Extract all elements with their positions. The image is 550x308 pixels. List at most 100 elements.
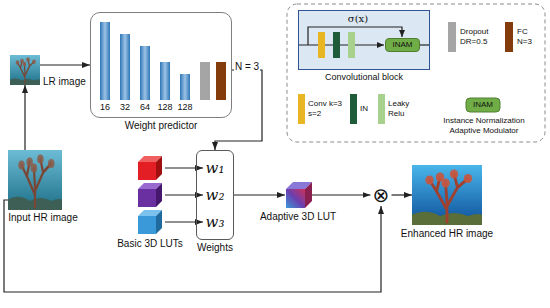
flow-arrow — [312, 194, 371, 195]
layer-bar — [100, 22, 110, 100]
node-text: INAM — [393, 41, 413, 49]
layer-bar — [160, 62, 170, 100]
cube-face — [156, 183, 162, 207]
in-bar — [333, 32, 340, 58]
adaptive-cube — [286, 182, 312, 208]
legend-text: Instance Normalization Adaptive Modulato… — [428, 116, 540, 136]
flow-arrow — [40, 64, 90, 65]
module-box: INAM — [385, 38, 420, 52]
node-text: w₂ — [206, 188, 225, 203]
label-anchor: INAM — [466, 98, 500, 112]
cube-face — [138, 189, 156, 207]
layer-bar — [120, 34, 130, 100]
flow-arrow — [234, 194, 285, 195]
node-text: w₁ — [206, 161, 225, 176]
flow-arrow — [215, 70, 262, 150]
channel-count: 64 — [135, 102, 155, 113]
gate-function: σ(x) — [336, 13, 380, 25]
lut-group: Basic 3D LUTs — [135, 154, 165, 234]
node-caption: Weights — [180, 242, 250, 254]
node-text: w₃ — [206, 215, 225, 230]
legend-text: IN — [360, 104, 374, 114]
legend-text: Conv k=3 s=2 — [308, 99, 344, 119]
legend-entry: Instance Normalization Adaptive Modulato… — [428, 116, 540, 136]
flow-arrow — [165, 194, 203, 195]
node-caption: Enhanced HR image — [392, 228, 502, 240]
legend-swatch — [378, 94, 385, 124]
channel-count: 16 — [95, 102, 115, 113]
dropout-bar — [200, 62, 210, 100]
image-thumbnail: Enhanced HR image — [412, 165, 482, 225]
lr-image-picture — [10, 55, 40, 85]
image-thumbnail: Input HR image — [8, 150, 62, 210]
legend-entry: Leaky Relu — [378, 94, 408, 114]
multiply-operator: ⊗ — [371, 184, 392, 206]
cube-face — [138, 162, 156, 180]
node-text: ⊗ — [373, 185, 390, 205]
cube-face — [156, 210, 162, 234]
legend-text: Leaky Relu — [388, 99, 418, 119]
legend-swatch — [350, 94, 357, 124]
label-anchor: 32 — [115, 102, 135, 113]
legend-entry: Dropout DR=0.5 — [448, 22, 490, 42]
module-abbreviation: INAM — [466, 98, 500, 112]
flow-arrow — [24, 85, 25, 150]
block-ground — [298, 10, 430, 70]
input-image-picture — [8, 150, 62, 210]
flow-arrow — [165, 167, 203, 168]
weights-box: Weightsw₁w₂w₃ — [196, 150, 234, 240]
layer-bar — [140, 46, 150, 100]
image-thumbnail: LR image — [10, 55, 40, 85]
enhanced-image-picture — [412, 165, 482, 225]
flow-arrow — [165, 221, 203, 222]
weight-symbol: w₂ — [203, 185, 227, 205]
node-caption: Adaptive 3D LUT — [248, 211, 348, 223]
network-bars — [100, 22, 226, 100]
flow-arrow — [4, 200, 381, 292]
legend-swatch — [505, 22, 513, 52]
lut-cube: Adaptive 3D LUT — [285, 182, 312, 208]
legend-entry: FC N=3 — [505, 22, 531, 42]
cube-face — [156, 156, 162, 180]
label-anchor: N = 3 — [217, 56, 277, 74]
label-anchor: 16 — [95, 102, 115, 113]
label-anchor: 64 — [135, 102, 155, 113]
legend-entry: Conv k=3 s=2 — [298, 94, 334, 114]
inam-sample — [466, 98, 500, 112]
conv-bar — [318, 32, 325, 58]
relu-bar — [348, 32, 355, 58]
weight-symbol: w₃ — [203, 212, 227, 232]
label-anchor: σ(x) — [336, 13, 380, 25]
channel-count: 32 — [115, 102, 135, 113]
channel-count: 128 — [175, 102, 195, 113]
cube-face — [305, 182, 312, 208]
legend-text: FC N=3 — [517, 27, 543, 47]
node-caption: Convolutional block — [314, 72, 414, 83]
fc-bar — [216, 62, 226, 100]
layer-bar — [180, 74, 190, 100]
cube-face — [138, 216, 156, 234]
signal-line — [420, 44, 429, 45]
edge-label: N = 3 — [234, 61, 260, 73]
legend-entry: IN — [350, 94, 364, 104]
weight-symbol: w₁ — [203, 158, 227, 178]
node-caption: Input HR image — [4, 212, 82, 224]
lut-cubes — [138, 156, 162, 234]
label-anchor: 128 — [155, 102, 175, 113]
node-caption: LR image — [43, 76, 93, 88]
label-anchor: 128 — [175, 102, 195, 113]
legend-swatch — [448, 22, 456, 52]
legend-swatch — [298, 94, 305, 124]
cube-face — [286, 189, 305, 208]
node-caption: Basic 3D LUTs — [110, 238, 190, 250]
node-caption: Weight predictor — [111, 120, 211, 132]
channel-count: 128 — [155, 102, 175, 113]
signal-line — [299, 44, 384, 45]
legend-panel — [287, 4, 545, 142]
